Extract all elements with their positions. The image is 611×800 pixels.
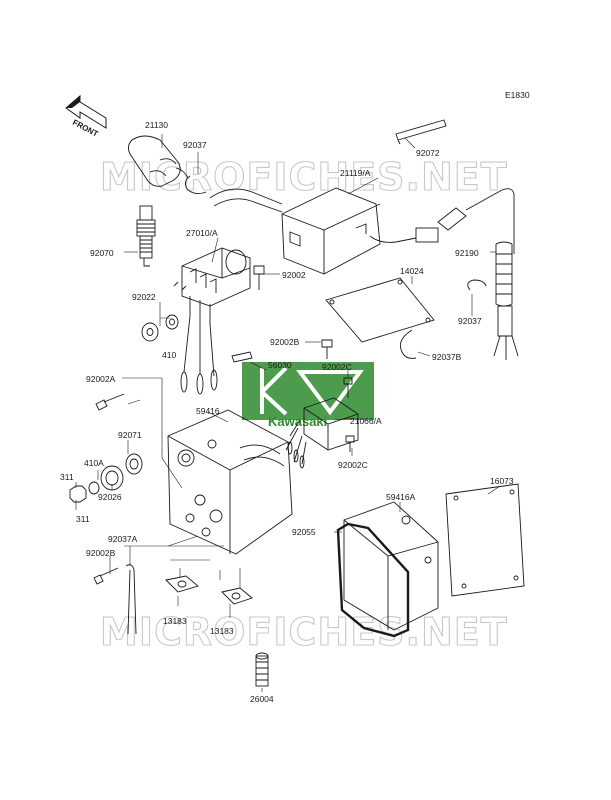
label-92055: 92055 [292,527,316,537]
label-14024: 14024 [400,266,424,276]
label-92022: 92022 [132,292,156,302]
logo-text: Kawasaki [268,414,327,429]
regulator-part [285,377,359,469]
gasket-part [336,522,410,638]
label-59416: 59416 [196,406,220,416]
strap-part [395,119,447,145]
label-92002c-bot: 92002C [338,460,368,470]
gasket-left-part [165,575,199,593]
washer-part [141,314,179,342]
main-case-part [167,409,293,555]
label-92002b-mid: 92002B [270,337,300,347]
label-92026: 92026 [98,492,122,502]
gasket-right-part [221,587,253,605]
plug-cap-part [127,135,189,187]
cable-part [369,188,519,360]
part-labels: 21130 92037 21119/A 92072 92070 27010/A … [60,120,514,704]
label-26004: 26004 [250,694,274,704]
label-92072: 92072 [416,148,440,158]
label-27010a: 27010/A [186,228,218,238]
watermark-bottom: MICROFICHES.NET [100,610,508,654]
ignition-coil-part [173,247,251,395]
cover-plate-part [445,483,525,597]
label-92002b-low: 92002B [86,548,116,558]
clamp-part [231,351,253,363]
fitting-part [255,652,269,687]
label-92002c-top: 92002C [322,362,352,372]
label-92002: 92002 [282,270,306,280]
label-59416a: 59416A [386,492,416,502]
label-311-bot: 311 [76,514,90,524]
label-16073: 16073 [490,476,514,486]
label-92037-top: 92037 [183,140,207,150]
bolt-low-part [93,567,119,585]
electric-case-part [281,187,381,275]
label-56030: 56030 [268,360,292,370]
label-92037b: 92037B [432,352,462,362]
leader-lines [75,134,501,692]
label-92071: 92071 [118,430,142,440]
label-92037a: 92037A [108,534,138,544]
diagram-code: E1830 [505,90,530,100]
label-92190: 92190 [455,248,479,258]
label-410: 410 [162,350,176,360]
label-92037-right: 92037 [458,316,482,326]
band-part [125,564,137,635]
nut-part [69,481,100,503]
label-13183-right: 13183 [210,626,234,636]
grommet-part [125,453,143,475]
plate-part [325,277,435,359]
label-311-top: 311 [60,472,74,482]
label-92070: 92070 [90,248,114,258]
bolt-part [253,265,265,290]
label-410a: 410A [84,458,104,468]
label-92002a: 92002A [86,374,116,384]
kawasaki-logo: Kawasaki [242,362,374,429]
label-13183-left: 13183 [163,616,187,626]
watermark-top: MICROFICHES.NET [100,155,508,199]
front-arrow-icon: FRONT [65,94,107,139]
bolt-b-part [321,339,333,359]
label-21130: 21130 [145,120,168,130]
bolt-a-part [95,393,125,411]
label-21066a: 21066/A [350,416,382,426]
clip-part [185,175,207,195]
spark-plug-part [136,205,156,267]
label-21119a: 21119/A [340,168,371,178]
cover-part [343,501,439,631]
vent-hose-part [209,188,283,213]
clip-right-part [467,279,487,291]
